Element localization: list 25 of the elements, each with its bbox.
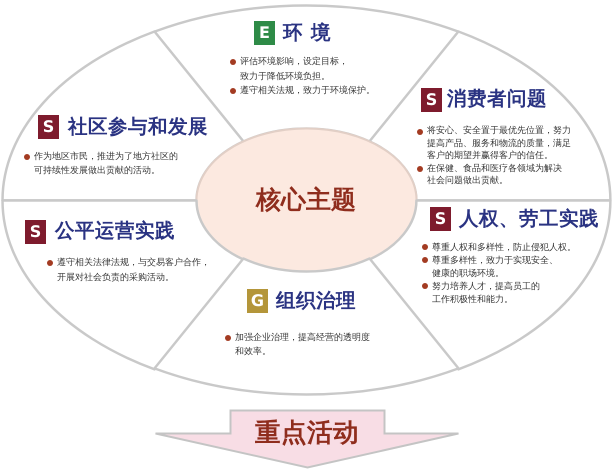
bullet-text: 将安心、安全置于最优先位置，努力提高产品、服务和物流的质量，满足客户的期望并赢得客户的信任。	[426, 125, 572, 163]
segment-title: 消费者问题	[446, 86, 547, 111]
segment-title: 环境	[283, 21, 339, 45]
segment-title: 社区参与和发展	[68, 114, 208, 139]
letter-badge: S	[38, 114, 59, 139]
segment-title: 人权、劳工实践	[458, 207, 599, 231]
bullet-text: 作为地区市民，推进为了地方社区的可持续性发展做出贡献的活动。	[34, 150, 179, 178]
segment-title: 组织治理	[276, 288, 356, 313]
letter-badge: E	[254, 21, 275, 45]
arrow-label: 重点活动	[255, 418, 359, 448]
segment-title: 公平运营实践	[55, 219, 175, 243]
block-arrow	[154, 408, 460, 468]
letter-badge: G	[247, 288, 268, 313]
bullet-text: 尊重多样性，致力于实现安全、健康的职场环境。	[432, 254, 559, 280]
bullet-text: 在保健、食品和医疗各领域为解决社会问题做出贡献。	[426, 162, 563, 188]
bullet-text: 遵守相关法律法规，与交易客户合作，开展对社会负责的采购活动。	[57, 256, 211, 284]
bullet-text: 努力培养人才，提高员工的工作积极性和能力。	[432, 280, 541, 306]
bullet-text: 尊重人权和多样性，防止侵犯人权。	[432, 240, 577, 254]
letter-badge: S	[25, 220, 46, 244]
letter-badge: S	[420, 88, 442, 112]
center-title: 核心主题	[256, 184, 356, 216]
bullet-text: 加强企业治理，提高经营的透明度和效率。	[235, 330, 371, 359]
letter-badge: S	[430, 207, 451, 231]
bullet-text: 遵守相关法规，致力于环境保护。	[240, 84, 376, 98]
bullet-text: 评估环境影响，设定目标，致力于降低环境负担。	[240, 55, 349, 84]
